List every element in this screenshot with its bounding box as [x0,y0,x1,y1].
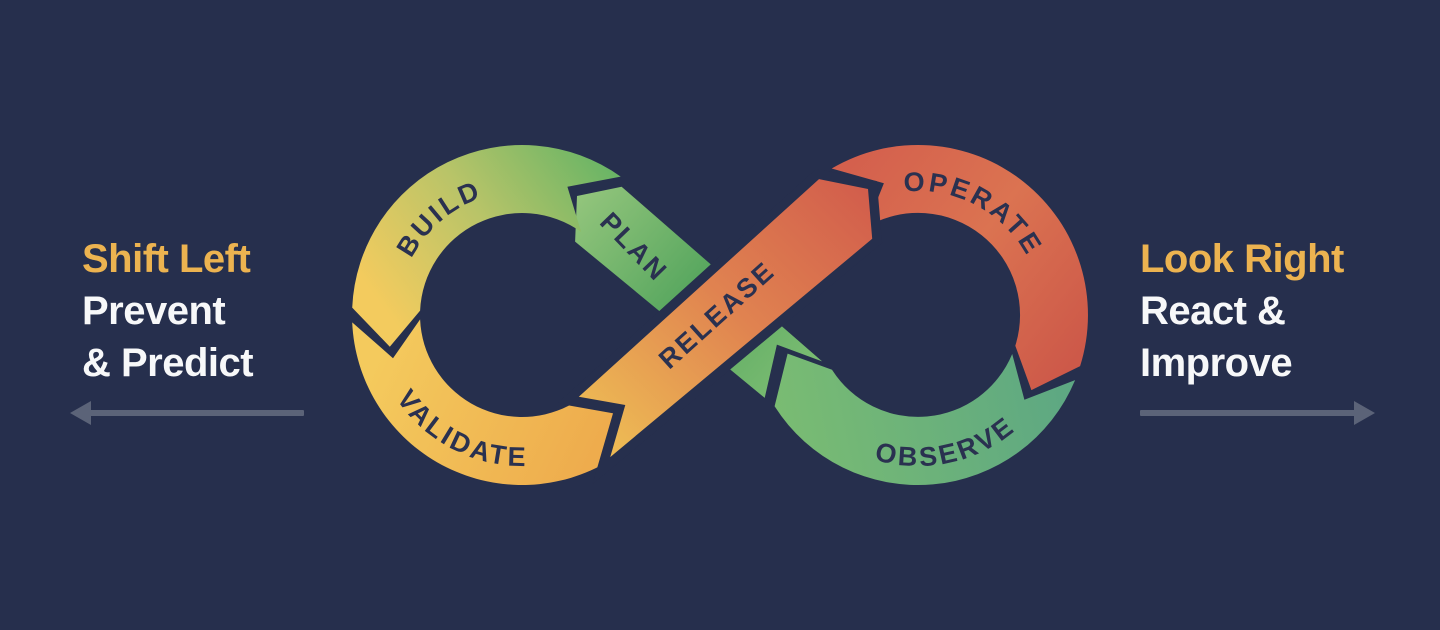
shift-left-title: Shift Left [82,237,250,281]
shift-left-line2: & Predict [82,341,253,385]
look-right-line2: Improve [1140,341,1292,385]
operate-segment [831,144,1088,391]
validate-segment [352,319,616,485]
left-arrow-line [88,410,304,416]
release-segment [578,179,873,458]
look-right-title: Look Right [1140,237,1344,281]
left-direction-arrow [70,401,304,425]
look-right-line1: React & [1140,289,1285,333]
observe-segment [774,353,1076,486]
right-direction-arrow [1140,401,1375,425]
build-segment [352,145,621,347]
shift-left-caption: Shift Left Prevent & Predict [70,237,304,425]
right-arrow-line [1140,410,1356,416]
left-arrowhead-icon [70,401,91,425]
look-right-caption: Look Right React & Improve [1140,237,1375,425]
right-arrowhead-icon [1354,401,1375,425]
shift-left-line1: Prevent [82,289,225,333]
